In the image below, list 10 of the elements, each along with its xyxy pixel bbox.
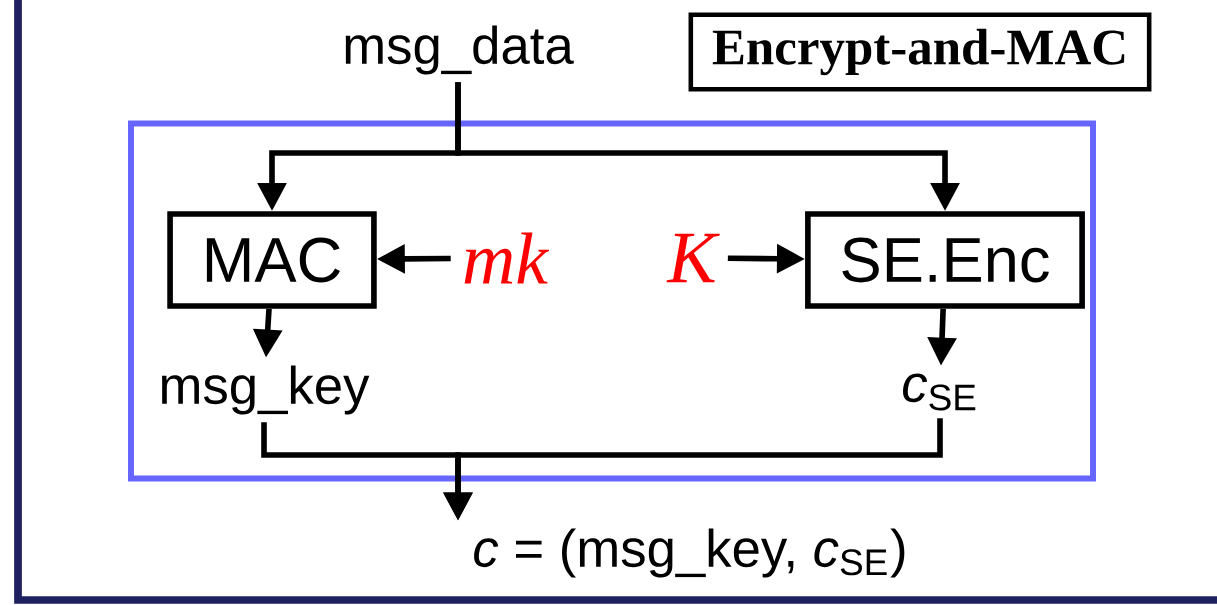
scheme-frame xyxy=(128,120,1096,482)
result-label: c = (msg_key, c$_{SE}$) xyxy=(474,528,905,578)
key-label: mk xyxy=(464,232,550,284)
output-label: c$_{SE}$ xyxy=(903,373,976,411)
input-label: msg_data xyxy=(345,25,574,75)
title-box: Encrypt-and-MAC xyxy=(688,12,1152,92)
process-box: MAC xyxy=(167,211,377,309)
output-label: msg_key xyxy=(162,365,370,415)
process-box: SE.Enc xyxy=(805,211,1085,309)
key-label: K xyxy=(666,233,720,283)
